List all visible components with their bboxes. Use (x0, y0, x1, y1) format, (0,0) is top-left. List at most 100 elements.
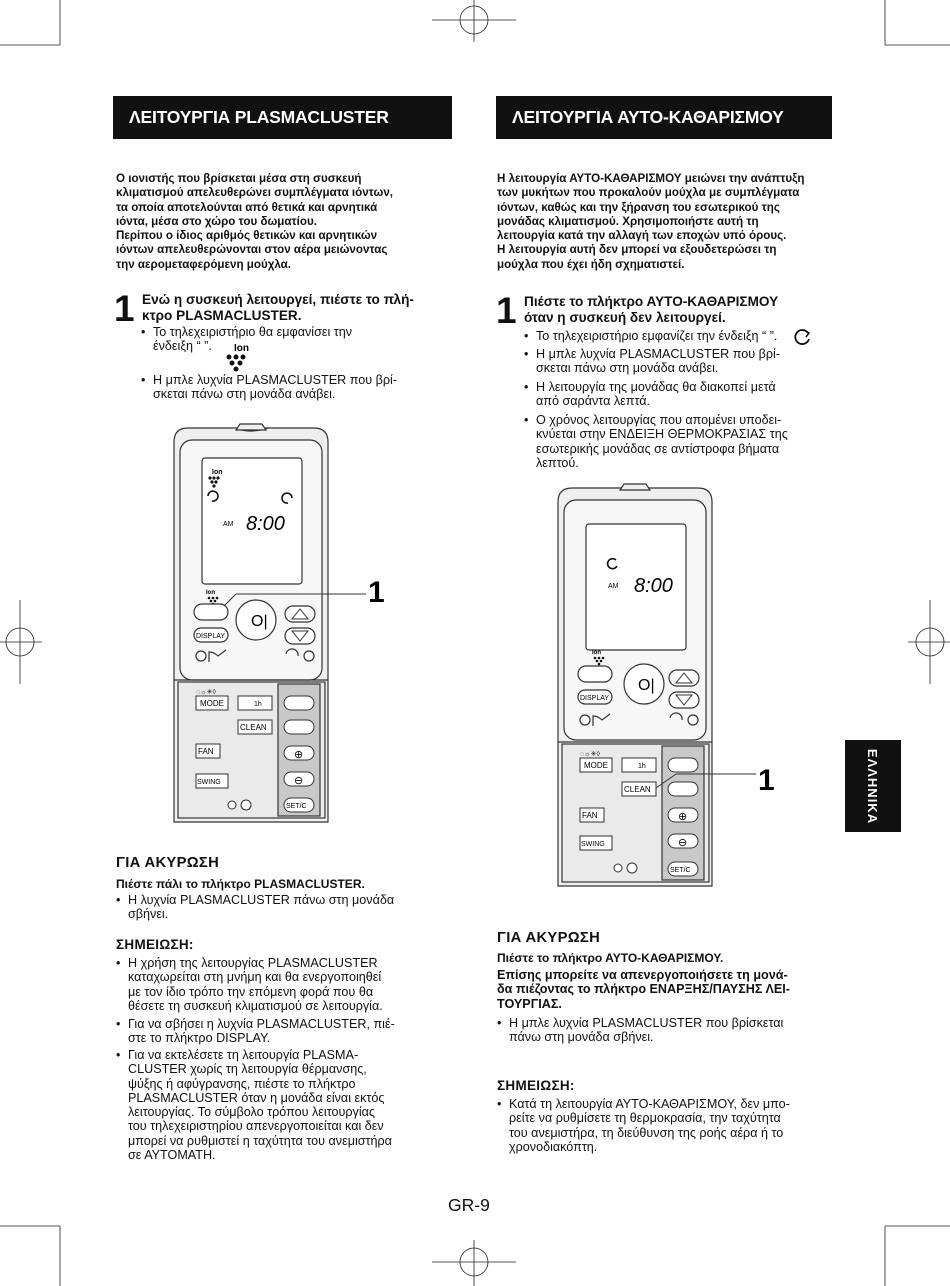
off-timer-button[interactable] (667, 781, 699, 797)
fan-button[interactable] (579, 807, 605, 823)
clean-button[interactable] (237, 719, 273, 735)
set-cancel-button[interactable] (667, 861, 699, 877)
bullet-line: ένδειξη “ ”. (153, 339, 212, 354)
display-button-label: DISPLAY (580, 695, 609, 702)
minus-button[interactable] (667, 833, 699, 849)
right-intro-line: ιόντων, καθώς και την ξήρανση του εσωτερ… (497, 200, 780, 214)
page-number: GR-9 (448, 1195, 490, 1215)
right-bullet: • Ο χρόνος λειτουργίας που απομένει υποδ… (524, 413, 834, 470)
bullet-line: Για να εκτελέσετε τη λειτουργία PLASMA- (128, 1048, 359, 1062)
mode-button-label: MODE (584, 761, 608, 770)
right-cancel-subtitle: Πιέστε το πλήκτρο ΑΥΤΟ-ΚΑΘΑΡΙΣΜΟΥ. (497, 951, 724, 965)
left-callout-number: 1 (368, 576, 385, 609)
plasmacluster-button[interactable] (193, 603, 229, 621)
right-section-header: ΛΕΙΤΟΥΡΓΙΑ ΑΥΤΟ-ΚΑΘΑΡΙΣΜΟΥ (496, 96, 832, 139)
bullet-line: Η μπλε λυχνία PLASMACLUSTER που βρί- (536, 347, 780, 361)
power-symbol-icon: O| (638, 677, 655, 694)
fan-button-label: FAN (198, 747, 214, 756)
set-cancel-button[interactable] (283, 797, 315, 813)
display-button[interactable] (577, 689, 613, 705)
bullet-line: ψύξης ή αφύγρανσης, πιέστε το πλήκτρο (128, 1076, 356, 1091)
right-bullet: • Το τηλεχειριστήριο εμφανίζει την ένδει… (524, 329, 834, 343)
left-step-number: 1 (114, 288, 135, 329)
bullet-line: σκεται πάνω στη μονάδα ανάβει. (153, 387, 336, 402)
mode-button-label: MODE (200, 699, 224, 708)
right-intro: Η λειτουργία ΑΥΤΟ-ΚΑΘΑΡΙΣΜΟΥ μειώνει την… (497, 172, 831, 272)
timer-button-label: 1h (254, 701, 262, 708)
left-intro-line: ιόντα, μέσα στο χώρο του δωματίου. (116, 214, 317, 228)
right-intro-line: μούχλα που έχει ήδη σχηματιστεί. (497, 257, 685, 271)
right-cancel-subtitle-2: Επίσης μπορείτε να απενεργοποιήσετε τη μ… (497, 968, 831, 1011)
left-section-header: ΛΕΙΤΟΥΡΓΙΑ PLASMACLUSTER (113, 96, 452, 139)
ion-indicator-icon: Ion (226, 343, 249, 372)
plus-button[interactable] (283, 745, 315, 761)
swing-button[interactable] (195, 773, 229, 789)
set-cancel-button-label: SET/C (286, 803, 307, 810)
clean-indicator-icon (794, 329, 811, 345)
power-button[interactable] (235, 599, 277, 641)
right-note-title: ΣΗΜΕΙΩΣΗ: (497, 1078, 575, 1093)
btn-ion-label: Ion (206, 590, 215, 596)
plus-button[interactable] (667, 807, 699, 823)
left-cancel-bullet: • Η λυχνία PLASMACLUSTER πάνω στη μονάδα… (116, 893, 448, 922)
lcd-ion-label: Ion (212, 469, 223, 476)
bullet-line: του ανεμιστήρα, τη διεύθυνση της ροής αέ… (509, 1125, 784, 1140)
timer-button[interactable] (237, 695, 273, 711)
bullet-line: λειτουργίας. Το σύμβολο τρόπου λειτουργί… (128, 1105, 375, 1120)
bullet-line: Το τηλεχειριστήριο θα εμφανίσει την (153, 325, 353, 339)
display-button[interactable] (193, 627, 229, 643)
on-timer-button[interactable] (667, 757, 699, 773)
swing-button[interactable] (579, 835, 613, 851)
right-intro-line: των μυκήτων που προκαλούν μούχλα με συμπ… (497, 186, 800, 200)
bullet-line: χρονοδιακόπτη. (509, 1139, 598, 1154)
bullet-line: Η χρήση της λειτουργίας PLASMACLUSTER (128, 956, 378, 970)
bullet-line: θέσετε τη συσκευή κλιματισμού σε λειτουρ… (128, 998, 383, 1013)
bullet-line: του τηλεχειριστηρίου απενεργοποιείται κα… (128, 1119, 384, 1134)
bullet-line: Το τηλεχειριστήριο εμφανίζει την ένδειξη… (536, 329, 778, 343)
right-callout-number: 1 (758, 764, 775, 797)
ion-indicator-label: Ion (234, 343, 249, 354)
right-step-number: 1 (496, 290, 517, 331)
bullet-line: Η λυχνία PLASMACLUSTER πάνω στη μονάδα (128, 893, 395, 907)
bullet-line: Η λειτουργία της μονάδας θα διακοπεί μετ… (536, 380, 776, 394)
bullet-line: Κατά τη λειτουργία ΑΥΤΟ-ΚΑΘΑΡΙΣΜΟΥ, δεν … (509, 1097, 790, 1111)
minus-icon: ⊖ (294, 775, 303, 787)
mode-button[interactable] (579, 757, 613, 773)
off-timer-button[interactable] (283, 719, 315, 735)
left-step-title-line: Ενώ η συσκευή λειτουργεί, πιέστε το πλή- (142, 292, 414, 307)
on-timer-button[interactable] (283, 695, 315, 711)
right-bullet: • Η λειτουργία της μονάδας θα διακοπεί μ… (524, 380, 834, 409)
plasmacluster-button[interactable] (577, 665, 613, 683)
bullet-line: εσωτερικής μονάδας σε αντίστροφα βήματα (536, 441, 780, 456)
lcd-swirl-icon (207, 490, 293, 504)
bullet-line: ρείτε να ρυθμίσετε τη θερμοκρασία, την τ… (509, 1111, 781, 1126)
lcd-clean-icon (606, 557, 618, 570)
set-cancel-button-label: SET/C (670, 867, 691, 874)
right-intro-line: Η λειτουργία αυτή δεν μπορεί να εξουδετε… (497, 243, 777, 257)
plus-icon: ⊕ (294, 749, 303, 761)
left-intro-line: τα οποία αποτελούνται από θετικά και αρν… (116, 200, 378, 214)
power-button[interactable] (623, 663, 665, 705)
bullet-line: PLASMACLUSTER όταν η μονάδα είναι εκτός (128, 1090, 385, 1105)
minus-button[interactable] (283, 771, 315, 787)
clean-button[interactable] (621, 781, 657, 797)
left-intro-line: κλιματισμού απελευθερώνει συμπλέγματα ιό… (116, 186, 393, 200)
subtitle-line: ΤΟΥΡΓΙΑΣ. (497, 996, 562, 1011)
right-intro-line: Η λειτουργία ΑΥΤΟ-ΚΑΘΑΡΙΣΜΟΥ μειώνει την… (497, 172, 805, 185)
left-intro-line: Περίπου ο ίδιος αριθμός θετικών και αρνη… (116, 229, 378, 243)
bullet-line: Για να σβήσει η λυχνία PLASMACLUSTER, πι… (128, 1017, 395, 1031)
fan-button[interactable] (195, 743, 221, 759)
mode-button[interactable] (195, 695, 229, 711)
bullet-line: σβήνει. (128, 907, 169, 922)
timer-button[interactable] (621, 757, 657, 773)
left-bullet: • Το τηλεχειριστήριο θα εμφανίσει την έν… (141, 325, 448, 354)
mode-icons: ◌☼✳◊ (196, 688, 216, 696)
bullet-line: καταχωρείται στη μνήμη και θα ενεργοποιη… (128, 970, 382, 985)
right-step-title-line: Πιέστε το πλήκτρο ΑΥΤΟ-ΚΑΘΑΡΙΣΜΟΥ (524, 294, 779, 309)
display-button-label: DISPLAY (196, 633, 225, 640)
right-note-bullet: • Κατά τη λειτουργία ΑΥΤΟ-ΚΑΘΑΡΙΣΜΟΥ, δε… (497, 1097, 831, 1154)
bullet-line: στε το πλήκτρο DISPLAY. (128, 1031, 271, 1046)
bullet-line: από σαράντα λεπτά. (536, 394, 651, 409)
mode-icons: ◌☼✳◊ (580, 750, 600, 758)
